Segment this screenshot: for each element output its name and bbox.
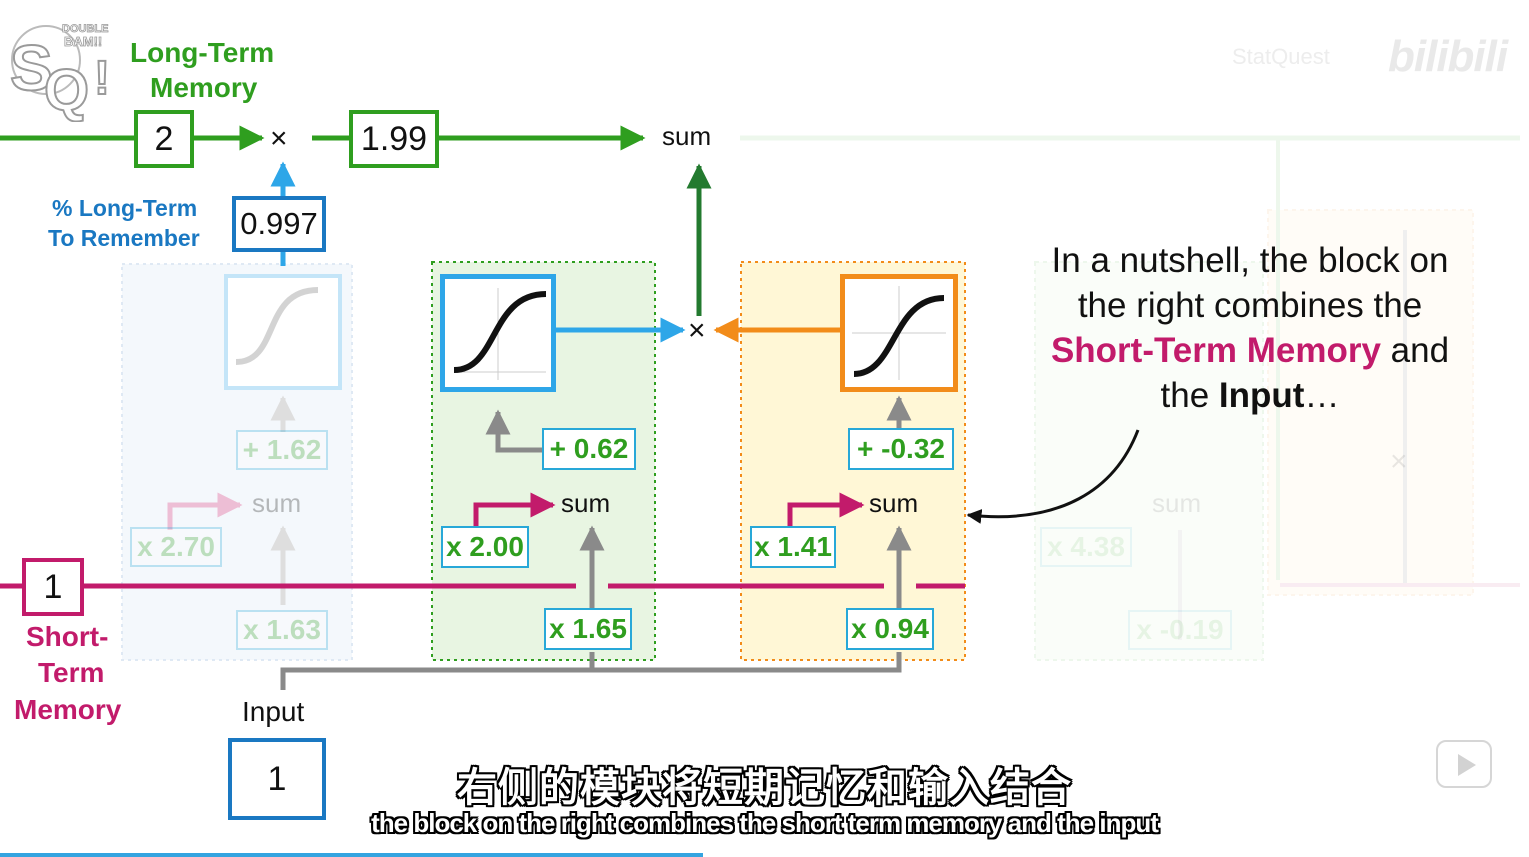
multiply-symbol-top: × bbox=[270, 122, 288, 155]
svg-text:BAM!!: BAM!! bbox=[64, 34, 102, 49]
play-icon[interactable] bbox=[1436, 740, 1492, 788]
output-input-weight: x -0.19 bbox=[1128, 610, 1232, 650]
sigmoid-curve-icon bbox=[453, 288, 547, 380]
forget-stm-weight: x 2.70 bbox=[130, 527, 222, 567]
annotation-text: In a nutshell, the block on the right co… bbox=[1050, 238, 1450, 418]
short-term-value: 1 bbox=[22, 558, 84, 616]
input-value: 1 bbox=[228, 738, 326, 820]
pct-long-term-label-2: To Remember bbox=[48, 225, 200, 251]
forget-bias: + 1.62 bbox=[236, 430, 328, 470]
forget-input-weight: x 1.63 bbox=[236, 610, 328, 650]
pct-long-term-label-1: % Long-Term bbox=[52, 195, 198, 221]
candidate-stm-weight: x 1.41 bbox=[750, 526, 836, 568]
input-gate-sum-label: sum bbox=[561, 488, 611, 518]
green-stm-arrow bbox=[473, 492, 556, 530]
annotation-short-term-memory: Short-Term Memory bbox=[1050, 331, 1381, 370]
forget-sum-label: sum bbox=[252, 488, 302, 518]
long-term-in-value: 2 bbox=[134, 110, 194, 168]
annotation-input: Input bbox=[1218, 376, 1305, 415]
subtitle-english: the block on the right combines the shor… bbox=[371, 808, 1159, 838]
candidate-sum-label: sum bbox=[869, 488, 919, 518]
output-sum-label: sum bbox=[1152, 488, 1202, 518]
annotation-arrow bbox=[966, 429, 1140, 524]
progress-bar[interactable] bbox=[0, 853, 704, 857]
tanh-activation bbox=[840, 274, 958, 392]
long-term-memory-label-1: Long-Term bbox=[130, 37, 275, 68]
svg-text:Q: Q bbox=[44, 58, 89, 122]
subtitle-chinese: 右侧的模块将短期记忆和输入结合 bbox=[457, 766, 1072, 810]
candidate-input-weight: x 0.94 bbox=[846, 608, 934, 650]
uploader-watermark: StatQuest bbox=[1232, 44, 1330, 69]
input-label: Input bbox=[242, 696, 305, 727]
short-term-label-2: Term bbox=[38, 657, 105, 688]
long-term-out-value: 1.99 bbox=[349, 110, 439, 168]
multiply-symbol-middle: × bbox=[688, 314, 706, 347]
input-gate-stm-weight: x 2.00 bbox=[441, 526, 529, 568]
short-term-label-3: Memory bbox=[14, 694, 122, 725]
output-multiply-symbol: × bbox=[1390, 445, 1408, 478]
sum-label-top: sum bbox=[662, 121, 712, 151]
yellow-stm-arrow bbox=[787, 492, 865, 530]
svg-text:DOUBLE: DOUBLE bbox=[62, 23, 108, 35]
long-term-memory-label-2: Memory bbox=[150, 72, 258, 103]
short-term-label-1: Short- bbox=[26, 621, 109, 652]
annotation-part3: … bbox=[1304, 376, 1340, 415]
svg-text:S: S bbox=[10, 32, 53, 104]
forget-gate-block bbox=[121, 263, 353, 661]
input-gate-input-weight: x 1.65 bbox=[544, 608, 632, 650]
bilibili-watermark: bilibili bbox=[1388, 32, 1508, 81]
pct-remember-value: 0.997 bbox=[232, 196, 326, 252]
statquest-logo: S Q ! DOUBLE BAM!! bbox=[9, 23, 111, 122]
tanh-curve-icon bbox=[852, 286, 946, 380]
svg-text:!: ! bbox=[94, 52, 110, 105]
input-gate-bias: + 0.62 bbox=[542, 428, 636, 470]
sigmoid-activation bbox=[440, 274, 556, 392]
annotation-part2: and the bbox=[1160, 331, 1450, 415]
annotation-part1: In a nutshell, the block on the right co… bbox=[1051, 241, 1449, 325]
output-gate-faded bbox=[740, 135, 1520, 661]
candidate-bias: + -0.32 bbox=[848, 428, 954, 470]
output-stm-weight: x 4.38 bbox=[1040, 527, 1132, 567]
